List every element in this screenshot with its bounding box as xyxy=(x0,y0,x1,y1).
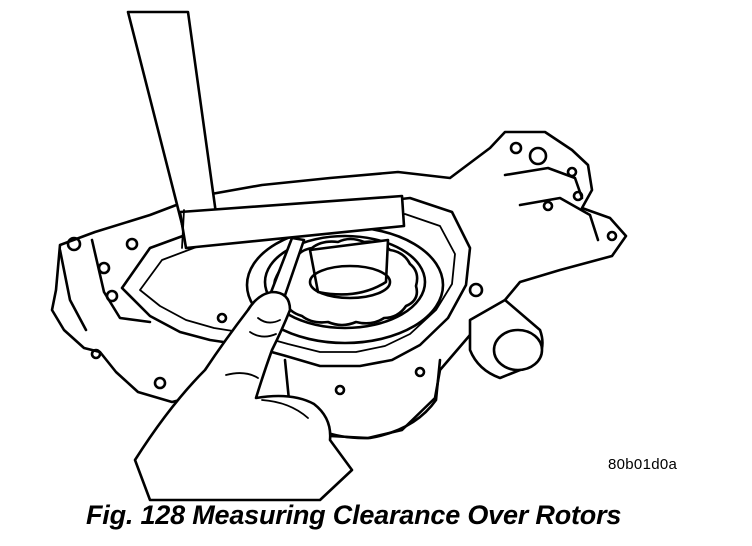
outer-rotor-lobes xyxy=(273,237,419,327)
straightedge-edge xyxy=(181,209,185,249)
hand-holding-gauge xyxy=(133,290,354,502)
figure-caption: Fig. 128 Measuring Clearance Over Rotors xyxy=(86,500,622,530)
pump-outlet-opening xyxy=(492,328,544,372)
inner-rotor-bore xyxy=(308,264,392,300)
bolt-holes xyxy=(66,141,618,396)
figure-reference-code: 80b01d0a xyxy=(608,456,678,473)
pump-flange-right xyxy=(503,166,600,242)
straightedge-vertical xyxy=(126,10,220,234)
outer-rotor xyxy=(263,234,427,330)
finger-crease xyxy=(225,317,309,419)
straightedge-horizontal xyxy=(178,194,406,250)
pump-flange-left xyxy=(58,238,152,332)
